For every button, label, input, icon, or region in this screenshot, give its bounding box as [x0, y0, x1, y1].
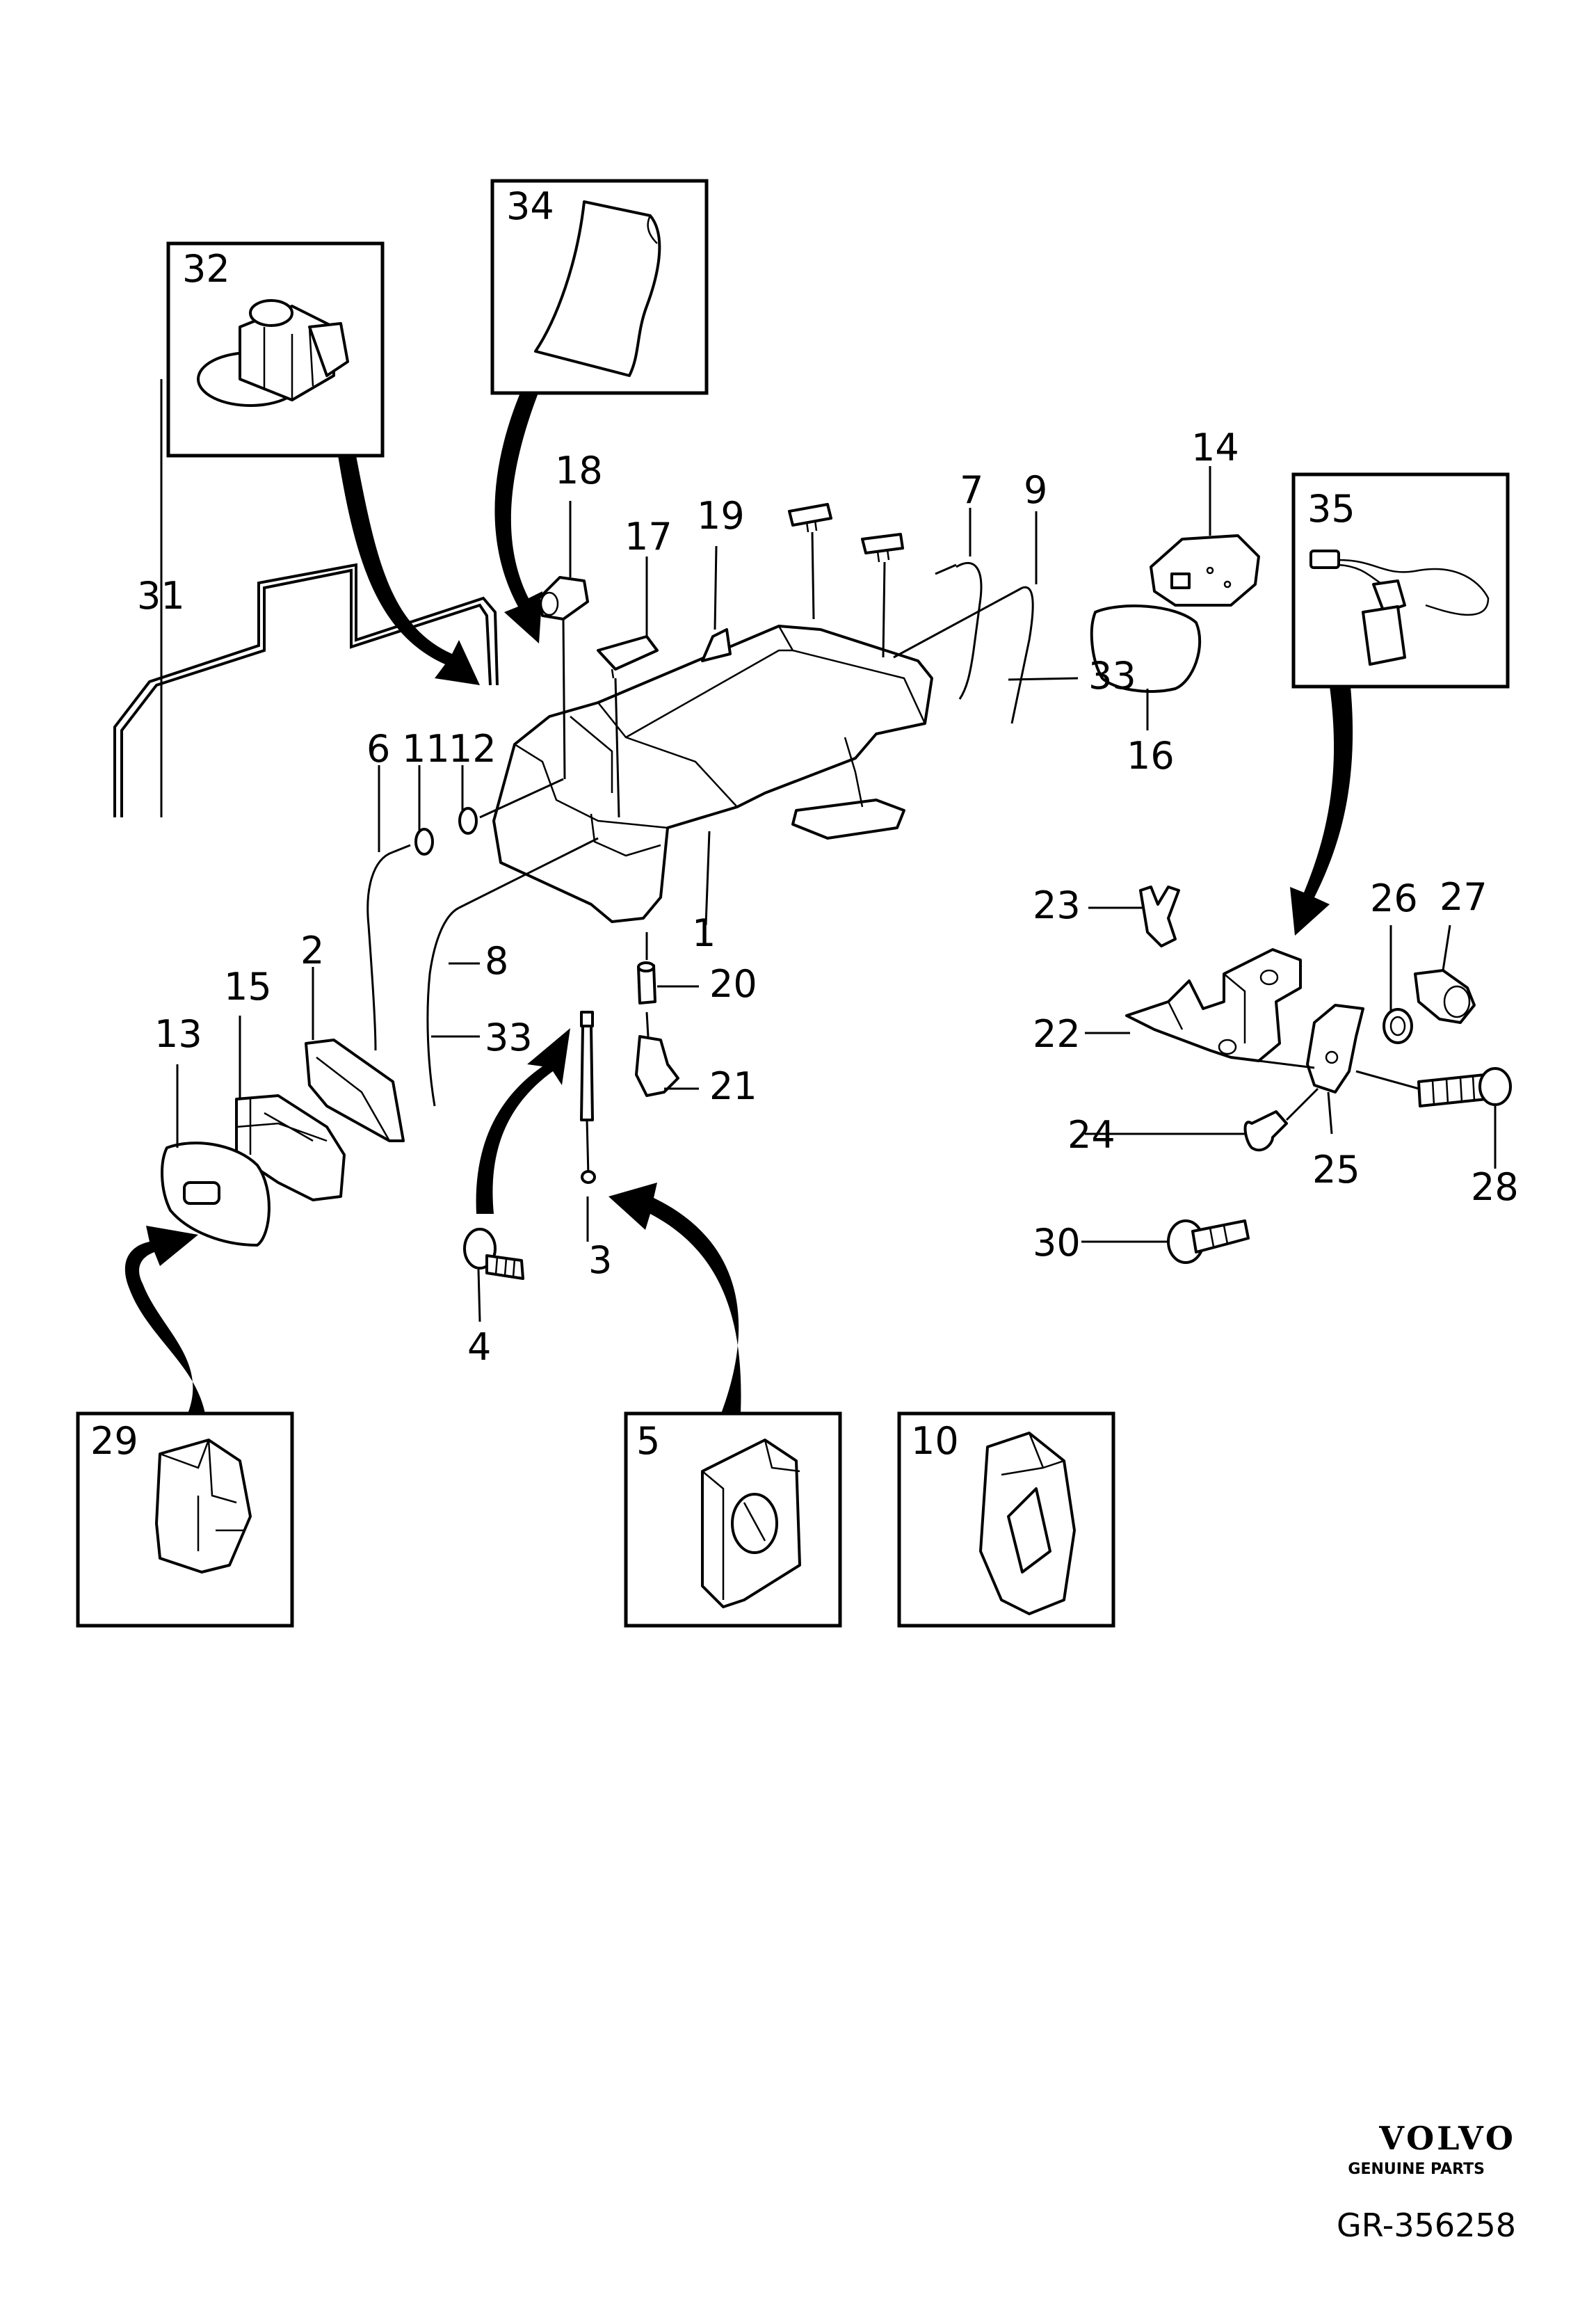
genuine-parts-label: GENUINE PARTS [1348, 2161, 1485, 2178]
part-31-rod [113, 563, 499, 817]
part-14-housing [1150, 534, 1260, 607]
callout-11: 11 [402, 727, 450, 771]
clip-top-a-icon [788, 503, 832, 533]
part-8-hose [426, 837, 599, 1107]
callout-14: 14 [1191, 426, 1239, 470]
callout-6: 6 [366, 727, 390, 771]
brand-block: VOLVO GENUINE PARTS GR-356258 [1337, 2120, 1516, 2244]
callout-9: 9 [1024, 468, 1047, 512]
part-18-cap [538, 576, 589, 620]
clip-32-icon [197, 299, 349, 407]
label-sheet-34-icon [534, 200, 661, 377]
part-17-cover [597, 635, 659, 679]
part-27-cap [1414, 969, 1476, 1024]
part-25-lever [1306, 1004, 1364, 1094]
callout-18: 18 [555, 449, 603, 493]
callout-28: 28 [1471, 1165, 1519, 1209]
callout-1: 1 [692, 911, 716, 955]
inset-34-number: 34 [506, 184, 554, 228]
part-1-console-tray [492, 625, 933, 923]
part-2-bracket [305, 1039, 405, 1142]
callout-31: 31 [137, 574, 185, 618]
clip-29-icon [155, 1439, 252, 1574]
inset-box-34: 34 [490, 179, 709, 395]
callout-7: 7 [960, 468, 983, 512]
callout-3: 3 [588, 1238, 612, 1282]
arrow-from-5 [608, 1183, 741, 1414]
speed-nut-5-icon [701, 1439, 801, 1608]
inset-box-5: 5 [624, 1411, 842, 1628]
callout-33-left: 33 [485, 1016, 533, 1059]
part-3-gas-strut [580, 1011, 596, 1184]
inset-35-number: 35 [1307, 487, 1355, 531]
callout-13: 13 [154, 1012, 202, 1056]
inset-box-29: 29 [76, 1411, 294, 1628]
inset-10-number: 10 [911, 1419, 959, 1463]
callout-2: 2 [300, 929, 324, 972]
part-6-hose [366, 844, 411, 1051]
callout-22: 22 [1033, 1012, 1081, 1056]
clip-top-b-icon [861, 533, 904, 563]
inset-box-32: 32 [166, 241, 385, 458]
part-4-screw [463, 1228, 524, 1280]
callout-24: 24 [1067, 1113, 1115, 1157]
callout-19: 19 [697, 494, 745, 538]
part-22-latch-bracket [1125, 948, 1302, 1062]
inset-5-number: 5 [636, 1419, 660, 1463]
callout-33-right: 33 [1088, 654, 1136, 698]
callout-30: 30 [1033, 1221, 1081, 1265]
part-23-hook [1139, 886, 1180, 947]
part-24-pin [1243, 1110, 1288, 1152]
part-30-bolt [1167, 1219, 1250, 1264]
part-9-hose [893, 586, 1034, 724]
inset-box-10: 10 [897, 1411, 1115, 1628]
drawing-code: GR-356258 [1337, 2207, 1516, 2244]
callout-labels: 1 2 3 4 6 7 8 9 11 12 13 14 15 16 17 18 … [137, 426, 1519, 1369]
leader-lines [160, 379, 1497, 1322]
part-7-hose [935, 562, 983, 700]
part-16-pad [1090, 604, 1202, 694]
part-21-stopper [635, 1035, 679, 1097]
inset-box-35: 35 [1291, 472, 1510, 689]
arrow-from-35 [1290, 687, 1353, 936]
arrow-from-32 [338, 456, 480, 685]
callout-23: 23 [1033, 883, 1081, 927]
callout-21: 21 [709, 1064, 757, 1108]
callout-20: 20 [709, 962, 757, 1006]
callout-27: 27 [1440, 875, 1488, 919]
callout-26: 26 [1370, 876, 1418, 920]
part-26-spring [1383, 1008, 1413, 1044]
arrow-to-3 [476, 1028, 570, 1214]
inset-29-number: 29 [90, 1419, 138, 1463]
callout-17: 17 [624, 515, 672, 559]
callout-16: 16 [1127, 734, 1175, 778]
callout-15: 15 [224, 965, 272, 1009]
part-13-bezel [161, 1142, 271, 1247]
clip-10-icon [979, 1432, 1076, 1615]
arrow-from-29 [124, 1226, 205, 1414]
part-20-pin [637, 961, 656, 1004]
inset-32-number: 32 [182, 247, 230, 291]
callout-25: 25 [1312, 1148, 1360, 1192]
callout-4: 4 [467, 1325, 491, 1369]
part-11-washer [414, 828, 434, 856]
part-12-washer [458, 807, 478, 835]
arrow-from-34 [494, 393, 542, 643]
part-28-bolt [1417, 1067, 1512, 1107]
callout-12: 12 [449, 727, 497, 771]
wiring-harness-35-icon [1309, 550, 1490, 666]
volvo-logo: VOLVO [1378, 2120, 1516, 2157]
callout-8: 8 [485, 939, 508, 983]
